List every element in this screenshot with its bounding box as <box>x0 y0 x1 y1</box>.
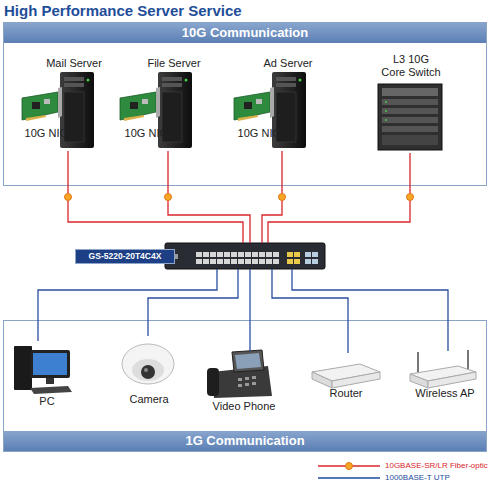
legend-text: 10GBASE-SR/LR Fiber-optic <box>385 461 488 471</box>
fiber-dot <box>65 194 72 201</box>
device-label: L3 10G Core Switch <box>380 53 442 79</box>
cable-connector <box>262 151 286 243</box>
network-band: 10G CommunicationMail Server10G NICFile … <box>3 22 487 186</box>
video-phone-icon <box>207 350 272 398</box>
legend-text: 1000BASE-T UTP <box>385 473 450 483</box>
wireless-ap-icon <box>410 350 476 388</box>
network-band: 1G Communication PC CameraVideo Phone Route… <box>3 320 487 452</box>
server-tower <box>120 72 192 148</box>
cable-line <box>148 269 238 336</box>
device-label: Video Phone <box>204 400 284 413</box>
device-node: PC <box>11 341 83 409</box>
fiber-dot <box>279 194 286 201</box>
band-heading: 10G Communication <box>4 23 486 43</box>
fiber-dot <box>165 194 172 201</box>
device-node: Video Phone <box>204 351 284 413</box>
cable-line <box>168 151 250 243</box>
nic-label: 10G NIC <box>234 127 284 140</box>
server-node: Ad Server 10G NIC <box>233 57 343 151</box>
cable-line <box>268 153 410 243</box>
server-tower <box>234 72 306 148</box>
cable-connector <box>250 269 251 351</box>
cable-connector <box>268 153 414 243</box>
server-tower <box>22 72 94 148</box>
device-label: Router <box>308 387 384 400</box>
cable-connector <box>292 269 448 351</box>
band-heading: 1G Communication <box>4 431 486 451</box>
device-label: Camera <box>117 393 181 406</box>
switch-node: GS-5220-20T4C4X <box>75 243 325 269</box>
device-label: Ad Server <box>233 57 343 70</box>
cable-connector <box>272 269 348 353</box>
server-node: Mail Server 10G NIC <box>19 57 129 151</box>
cable-connector <box>165 151 251 243</box>
core-switch-node: L3 10G Core Switch <box>369 53 453 153</box>
cable-line <box>292 269 448 351</box>
legend-samples <box>318 463 380 479</box>
device-node: Wireless AP <box>406 351 484 401</box>
fiber-dot <box>407 194 414 201</box>
cable-line <box>249 269 250 351</box>
device-label: Mail Server <box>19 57 129 70</box>
cable-line <box>38 269 217 341</box>
nic-label: 10G NIC <box>21 127 71 140</box>
switch-chassis <box>165 243 325 269</box>
device-node: Router <box>308 353 384 401</box>
nic-label: 10G NIC <box>121 127 171 140</box>
cable-connector <box>148 269 238 336</box>
cable-line <box>272 269 348 353</box>
pc-icon <box>14 346 72 394</box>
cable-connector <box>65 151 244 243</box>
router-icon <box>312 364 380 388</box>
core-switch-chassis <box>378 84 442 150</box>
device-label: Wireless AP <box>406 387 484 400</box>
model-label: GS-5220-20T4C4X <box>75 249 175 264</box>
device-label: PC <box>11 395 83 408</box>
cable-line <box>68 151 243 243</box>
device-node: Camera <box>117 336 181 406</box>
camera-icon <box>122 344 174 384</box>
cable-connector <box>38 269 217 341</box>
server-node: File Server 10G NIC <box>119 57 229 151</box>
device-label: File Server <box>119 57 229 70</box>
diagram-title: High Performance Server Service <box>4 2 242 20</box>
